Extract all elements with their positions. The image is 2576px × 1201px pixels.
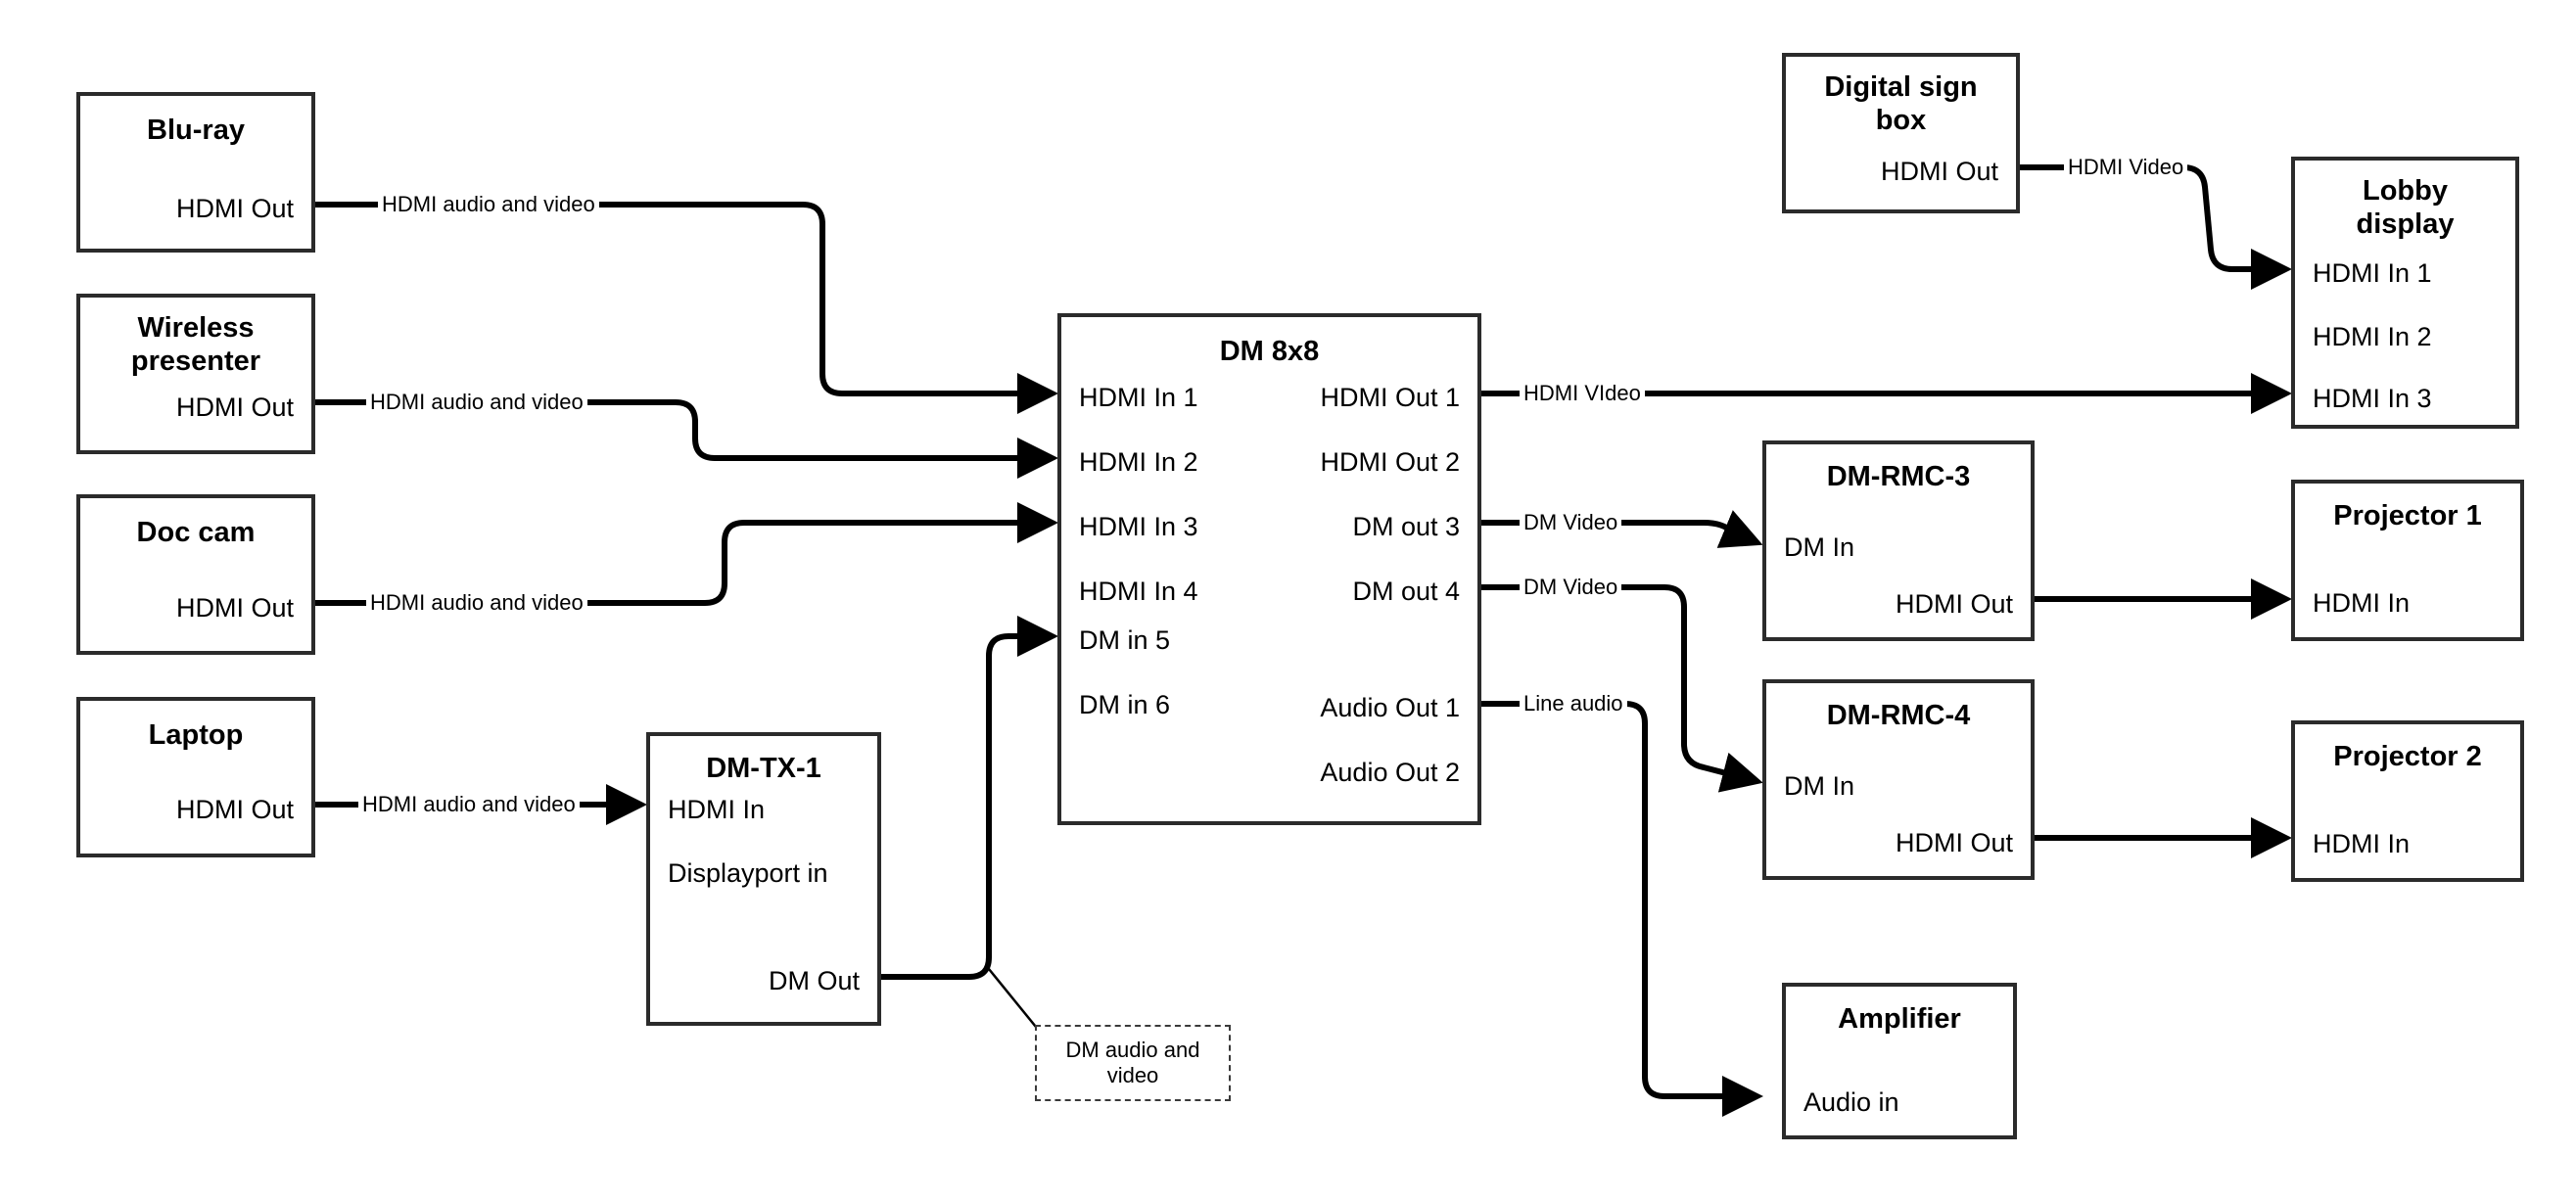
node-dm-rmc-4[interactable]: DM-RMC-4 DM In HDMI Out bbox=[1762, 679, 2035, 880]
wire-label-dm-dmout4: DM Video bbox=[1520, 576, 1622, 599]
node-dm-8x8-input-2[interactable]: HDMI In 2 bbox=[1079, 447, 1198, 477]
wire-label-dm-hdmiout1: HDMI VIdeo bbox=[1520, 382, 1645, 405]
node-dm-8x8-input-1[interactable]: HDMI In 1 bbox=[1079, 383, 1198, 412]
node-lobby-display-title-line1: Lobby bbox=[2363, 175, 2448, 207]
node-projector-2[interactable]: Projector 2 HDMI In bbox=[2291, 720, 2524, 882]
node-dm-8x8-output-2[interactable]: HDMI Out 2 bbox=[1320, 447, 1460, 477]
node-bluray-port-hdmi-out[interactable]: HDMI Out bbox=[175, 194, 294, 223]
node-wireless-presenter-port-hdmi-out[interactable]: HDMI Out bbox=[175, 393, 294, 422]
node-dm-tx-1-port-displayport-in[interactable]: Displayport in bbox=[668, 858, 828, 888]
node-doc-cam[interactable]: Doc cam HDMI Out bbox=[76, 494, 315, 655]
node-doc-cam-port-hdmi-out[interactable]: HDMI Out bbox=[175, 593, 294, 623]
node-dm-8x8-output-1[interactable]: HDMI Out 1 bbox=[1320, 383, 1460, 412]
node-wireless-presenter[interactable]: Wireless presenter HDMI Out bbox=[76, 294, 315, 454]
node-bluray-title: Blu-ray bbox=[147, 115, 245, 146]
node-dm-tx-1[interactable]: DM-TX-1 HDMI In Displayport in DM Out bbox=[646, 732, 881, 1026]
wire-dm-dmout4-to-rmc4 bbox=[1481, 584, 1763, 793]
node-dm-8x8-output-5[interactable]: Audio Out 1 bbox=[1320, 693, 1460, 722]
annotation-dm-audio-and-video-text: DM audio and video bbox=[1065, 1038, 1200, 1087]
wire-bluray-to-dm-in1 bbox=[315, 202, 1058, 414]
node-dm-rmc-3-port-dm-in[interactable]: DM In bbox=[1784, 532, 1855, 562]
node-projector-2-title: Projector 2 bbox=[2333, 741, 2482, 772]
wire-label-laptop-to-dmtx1: HDMI audio and video bbox=[358, 793, 580, 816]
node-dm-rmc-4-title: DM-RMC-4 bbox=[1826, 700, 1971, 731]
wire-label-wireless-to-dm-in2: HDMI audio and video bbox=[366, 391, 587, 414]
node-dm-8x8[interactable]: DM 8x8 HDMI In 1 HDMI In 2 HDMI In 3 HDM… bbox=[1057, 313, 1481, 825]
node-dm-rmc-4-port-hdmi-out[interactable]: HDMI Out bbox=[1895, 828, 2013, 857]
node-dm-8x8-output-4[interactable]: DM out 4 bbox=[1352, 577, 1460, 606]
node-wireless-presenter-title-line2: presenter bbox=[130, 346, 261, 377]
node-laptop-title: Laptop bbox=[148, 719, 244, 751]
node-dm-8x8-output-3[interactable]: DM out 3 bbox=[1352, 512, 1460, 541]
node-dm-tx-1-port-hdmi-in[interactable]: HDMI In bbox=[668, 795, 766, 824]
node-dm-8x8-input-6[interactable]: DM in 6 bbox=[1079, 690, 1171, 719]
node-digital-sign-box-title-line2: box bbox=[1875, 105, 1927, 136]
node-amplifier-title: Amplifier bbox=[1838, 1003, 1961, 1035]
node-projector-1[interactable]: Projector 1 HDMI In bbox=[2291, 480, 2524, 641]
node-lobby-display-port-hdmi-in-1[interactable]: HDMI In 1 bbox=[2313, 258, 2432, 288]
node-projector-2-port-hdmi-in[interactable]: HDMI In bbox=[2313, 829, 2411, 858]
wire-label-bluray-to-dm-in1: HDMI audio and video bbox=[378, 193, 599, 216]
node-digital-sign-box-title-line1: Digital sign bbox=[1824, 71, 1978, 103]
node-laptop[interactable]: Laptop HDMI Out bbox=[76, 697, 315, 857]
node-amplifier[interactable]: Amplifier Audio in bbox=[1782, 983, 2017, 1139]
node-laptop-port-hdmi-out[interactable]: HDMI Out bbox=[175, 795, 294, 824]
wire-label-doccam-to-dm-in3: HDMI audio and video bbox=[366, 591, 587, 615]
wire-label-dm-audioout1: Line audio bbox=[1520, 692, 1627, 716]
node-dm-8x8-input-3[interactable]: HDMI In 3 bbox=[1079, 512, 1198, 541]
wire-label-digitalsign-to-lobby: HDMI Video bbox=[2064, 156, 2188, 179]
node-bluray[interactable]: Blu-ray HDMI Out bbox=[76, 92, 315, 253]
wire-dm-audioout1-to-amplifier bbox=[1481, 701, 1763, 1117]
node-dm-8x8-title: DM 8x8 bbox=[1219, 336, 1320, 367]
wire-dmtx1-to-dm-in5 bbox=[881, 616, 1058, 980]
node-digital-sign-box-port-hdmi-out[interactable]: HDMI Out bbox=[1880, 157, 1998, 186]
node-dm-8x8-input-4[interactable]: HDMI In 4 bbox=[1079, 577, 1198, 606]
node-dm-8x8-output-6[interactable]: Audio Out 2 bbox=[1320, 758, 1460, 787]
node-lobby-display-port-hdmi-in-3[interactable]: HDMI In 3 bbox=[2313, 384, 2432, 413]
node-lobby-display[interactable]: Lobby display HDMI In 1 HDMI In 2 HDMI I… bbox=[2291, 157, 2519, 429]
node-amplifier-port-audio-in[interactable]: Audio in bbox=[1803, 1087, 1899, 1117]
annotation-dm-audio-and-video: DM audio and video bbox=[1035, 1025, 1231, 1101]
node-projector-1-port-hdmi-in[interactable]: HDMI In bbox=[2313, 588, 2411, 618]
node-dm-8x8-input-5[interactable]: DM in 5 bbox=[1079, 625, 1171, 655]
node-projector-1-title: Projector 1 bbox=[2333, 500, 2482, 531]
node-lobby-display-title-line2: display bbox=[2356, 208, 2455, 240]
node-lobby-display-port-hdmi-in-2[interactable]: HDMI In 2 bbox=[2313, 322, 2432, 351]
node-doc-cam-title: Doc cam bbox=[136, 517, 256, 548]
node-dm-rmc-4-port-dm-in[interactable]: DM In bbox=[1784, 771, 1855, 801]
node-dm-rmc-3[interactable]: DM-RMC-3 DM In HDMI Out bbox=[1762, 440, 2035, 641]
node-wireless-presenter-title-line1: Wireless bbox=[137, 312, 255, 344]
node-dm-rmc-3-port-hdmi-out[interactable]: HDMI Out bbox=[1895, 589, 2013, 619]
node-dm-tx-1-title: DM-TX-1 bbox=[706, 753, 821, 784]
node-dm-tx-1-port-dm-out[interactable]: DM Out bbox=[768, 966, 860, 995]
wire-digitalsign-to-lobby-in1 bbox=[2020, 164, 2292, 290]
node-dm-rmc-3-title: DM-RMC-3 bbox=[1826, 461, 1971, 492]
wire-label-dm-dmout3: DM Video bbox=[1520, 511, 1622, 534]
node-digital-sign-box[interactable]: Digital sign box HDMI Out bbox=[1782, 53, 2020, 213]
